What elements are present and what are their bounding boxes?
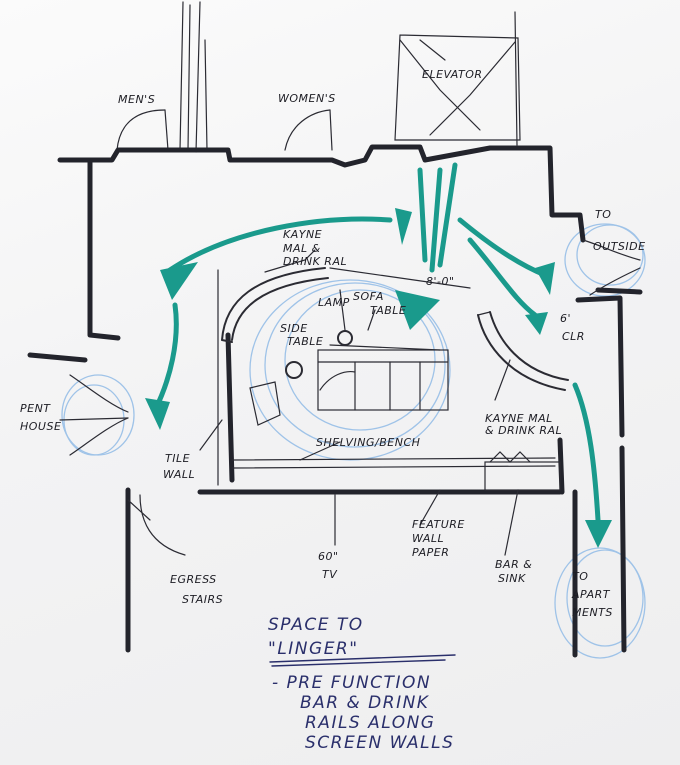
label-sofa-table-2: TABLE bbox=[370, 304, 406, 317]
label-bar-sink-2: SINK bbox=[498, 572, 526, 585]
label-side-table-1: SIDE bbox=[280, 322, 308, 335]
label-feature-wall-1: FEATURE bbox=[412, 518, 465, 531]
label-kayne-rail-top-1: KAYNE bbox=[283, 228, 322, 241]
label-womens: WOMEN'S bbox=[278, 92, 336, 105]
note-line-1: SPACE TO bbox=[268, 615, 364, 635]
lounge-furniture bbox=[127, 249, 569, 556]
label-tv-1: 60" bbox=[318, 550, 339, 563]
label-to-apartments-1: TO bbox=[572, 570, 588, 583]
label-elevator: ELEVATOR bbox=[422, 68, 483, 81]
label-lamp: LAMP bbox=[318, 296, 350, 309]
label-penthouse-1: PENT bbox=[20, 402, 51, 415]
note-line-5: RAILS ALONG bbox=[305, 713, 435, 733]
circulation-arrows bbox=[145, 162, 612, 548]
label-egress-2: STAIRS bbox=[182, 593, 223, 606]
label-kayne-rail-right-1: KAYNE MAL bbox=[485, 412, 553, 425]
label-to-outside-1: TO bbox=[595, 208, 611, 221]
note-line-6: SCREEN WALLS bbox=[305, 733, 454, 753]
walls bbox=[27, 144, 643, 658]
label-to-apartments-3: MENTS bbox=[572, 606, 613, 619]
label-kayne-rail-top-2: MAL & bbox=[283, 242, 321, 255]
note-line-4: BAR & DRINK bbox=[300, 693, 430, 713]
design-note: SPACE TO "LINGER" - PRE FUNCTION BAR & D… bbox=[268, 615, 456, 753]
label-feature-wall-2: WALL bbox=[412, 532, 444, 545]
label-clr-2: CLR bbox=[562, 330, 585, 343]
label-kayne-rail-right-2: & DRINK RAL bbox=[485, 424, 562, 437]
label-dimension-8ft: 8'-0" bbox=[426, 275, 455, 288]
label-clr-1: 6' bbox=[560, 312, 571, 325]
label-sofa-table-1: SOFA bbox=[353, 290, 384, 303]
label-tile-wall-2: WALL bbox=[163, 468, 195, 481]
label-to-apartments-2: APART bbox=[571, 588, 611, 601]
penthouse-door bbox=[59, 374, 129, 456]
outside-door bbox=[582, 239, 641, 296]
plan-labels: MEN'S WOMEN'S ELEVATOR TO OUTSIDE KAYNE … bbox=[20, 68, 646, 619]
label-bar-sink-1: BAR & bbox=[495, 558, 532, 571]
label-side-table-2: TABLE bbox=[287, 335, 323, 348]
label-feature-wall-3: PAPER bbox=[412, 546, 449, 559]
label-penthouse-2: HOUSE bbox=[20, 420, 61, 433]
label-egress-1: EGRESS bbox=[170, 573, 217, 586]
label-tile-wall-1: TILE bbox=[165, 452, 190, 465]
label-to-outside-2: OUTSIDE bbox=[593, 240, 646, 253]
note-line-2: "LINGER" bbox=[268, 639, 359, 659]
label-mens: MEN'S bbox=[118, 93, 155, 106]
label-shelving-bench: SHELVING/BENCH bbox=[316, 436, 420, 449]
top-rooms bbox=[116, 1, 521, 153]
label-kayne-rail-top-3: DRINK RAL bbox=[283, 255, 347, 268]
label-tv-2: TV bbox=[322, 568, 338, 581]
note-line-3: - PRE FUNCTION bbox=[272, 673, 431, 693]
